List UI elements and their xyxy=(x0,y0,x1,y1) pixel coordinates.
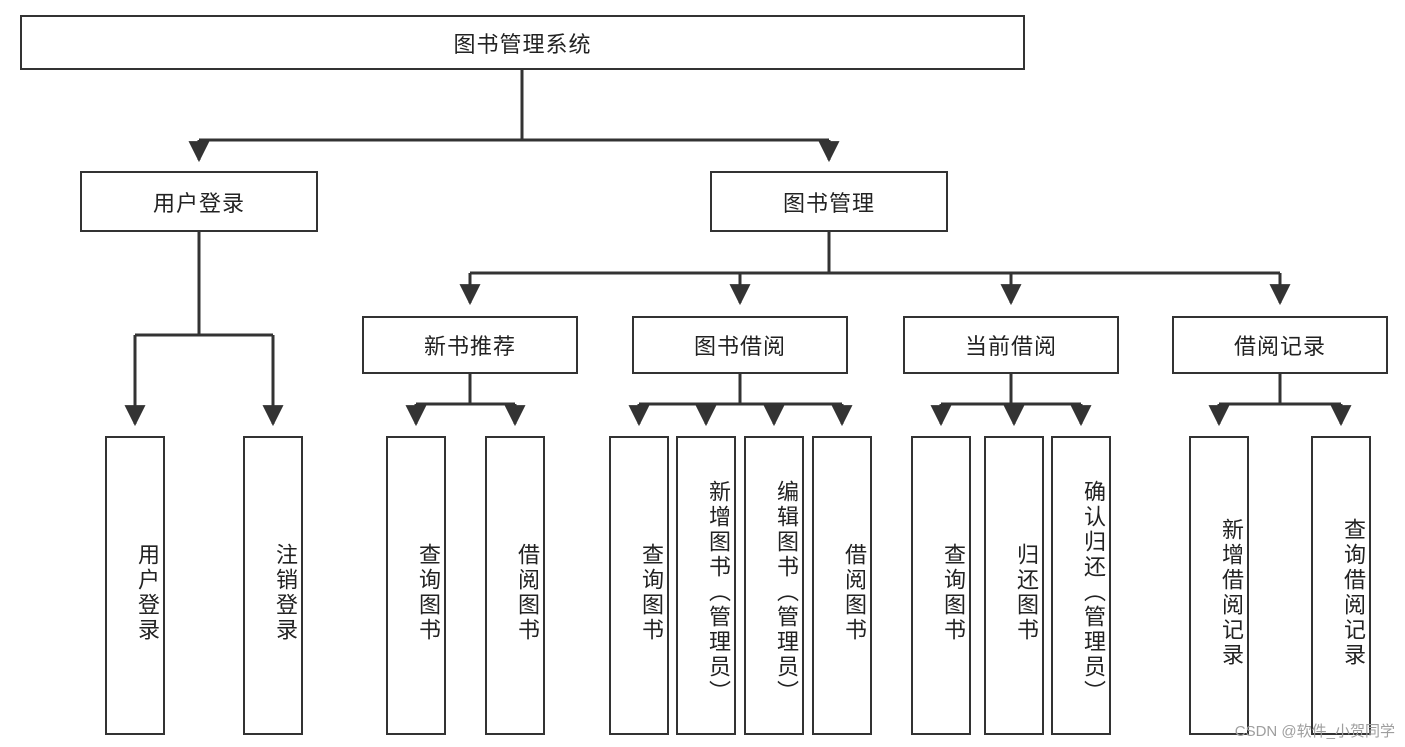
watermark: CSDN @软件_小贺同学 xyxy=(1234,723,1395,740)
node-label: 借阅记录 xyxy=(1233,334,1326,359)
node-label: 用户登录 xyxy=(135,542,160,643)
node-book-manage[interactable]: 图书管理 xyxy=(710,171,948,232)
node-label: 查询图书 xyxy=(941,542,966,643)
node-leaf-return-book[interactable]: 归还图书 xyxy=(984,436,1044,735)
node-label: 借阅图书 xyxy=(842,542,867,643)
node-label: 图书管理系统 xyxy=(453,31,592,57)
node-label: 当前借阅 xyxy=(964,334,1057,359)
node-leaf-query-book-3[interactable]: 查询图书 xyxy=(911,436,971,735)
node-label: 图书借阅 xyxy=(693,334,786,359)
node-label: 新增图书（管理员） xyxy=(706,480,731,705)
node-book-borrow[interactable]: 图书借阅 xyxy=(632,316,848,374)
node-leaf-borrow-book-1[interactable]: 借阅图书 xyxy=(485,436,545,735)
node-label: 归还图书 xyxy=(1014,542,1039,643)
node-user-login[interactable]: 用户登录 xyxy=(80,171,318,232)
node-label: 查询借阅记录 xyxy=(1341,517,1366,668)
node-leaf-confirm-return[interactable]: 确认归还（管理员） xyxy=(1051,436,1111,735)
node-leaf-add-book[interactable]: 新增图书（管理员） xyxy=(676,436,736,735)
node-borrow-record[interactable]: 借阅记录 xyxy=(1172,316,1388,374)
node-label: 查询图书 xyxy=(639,542,664,643)
node-label: 新书推荐 xyxy=(423,334,516,359)
node-leaf-borrow-book-2[interactable]: 借阅图书 xyxy=(812,436,872,735)
node-leaf-logout[interactable]: 注销登录 xyxy=(243,436,303,735)
node-leaf-edit-book[interactable]: 编辑图书（管理员） xyxy=(744,436,804,735)
node-current-borrow[interactable]: 当前借阅 xyxy=(903,316,1119,374)
node-label: 注销登录 xyxy=(273,542,298,643)
node-label: 确认归还（管理员） xyxy=(1081,480,1106,705)
node-label: 图书管理 xyxy=(782,190,875,216)
node-label: 编辑图书（管理员） xyxy=(774,480,799,705)
node-leaf-user-login[interactable]: 用户登录 xyxy=(105,436,165,735)
node-leaf-query-book-1[interactable]: 查询图书 xyxy=(386,436,446,735)
node-root[interactable]: 图书管理系统 xyxy=(20,15,1025,70)
node-leaf-query-book-2[interactable]: 查询图书 xyxy=(609,436,669,735)
node-label: 新增借阅记录 xyxy=(1219,517,1244,668)
node-label: 用户登录 xyxy=(152,190,245,216)
node-leaf-add-record[interactable]: 新增借阅记录 xyxy=(1189,436,1249,735)
node-new-book-rec[interactable]: 新书推荐 xyxy=(362,316,578,374)
node-label: 查询图书 xyxy=(416,542,441,643)
node-leaf-query-record[interactable]: 查询借阅记录 xyxy=(1311,436,1371,735)
node-label: 借阅图书 xyxy=(515,542,540,643)
